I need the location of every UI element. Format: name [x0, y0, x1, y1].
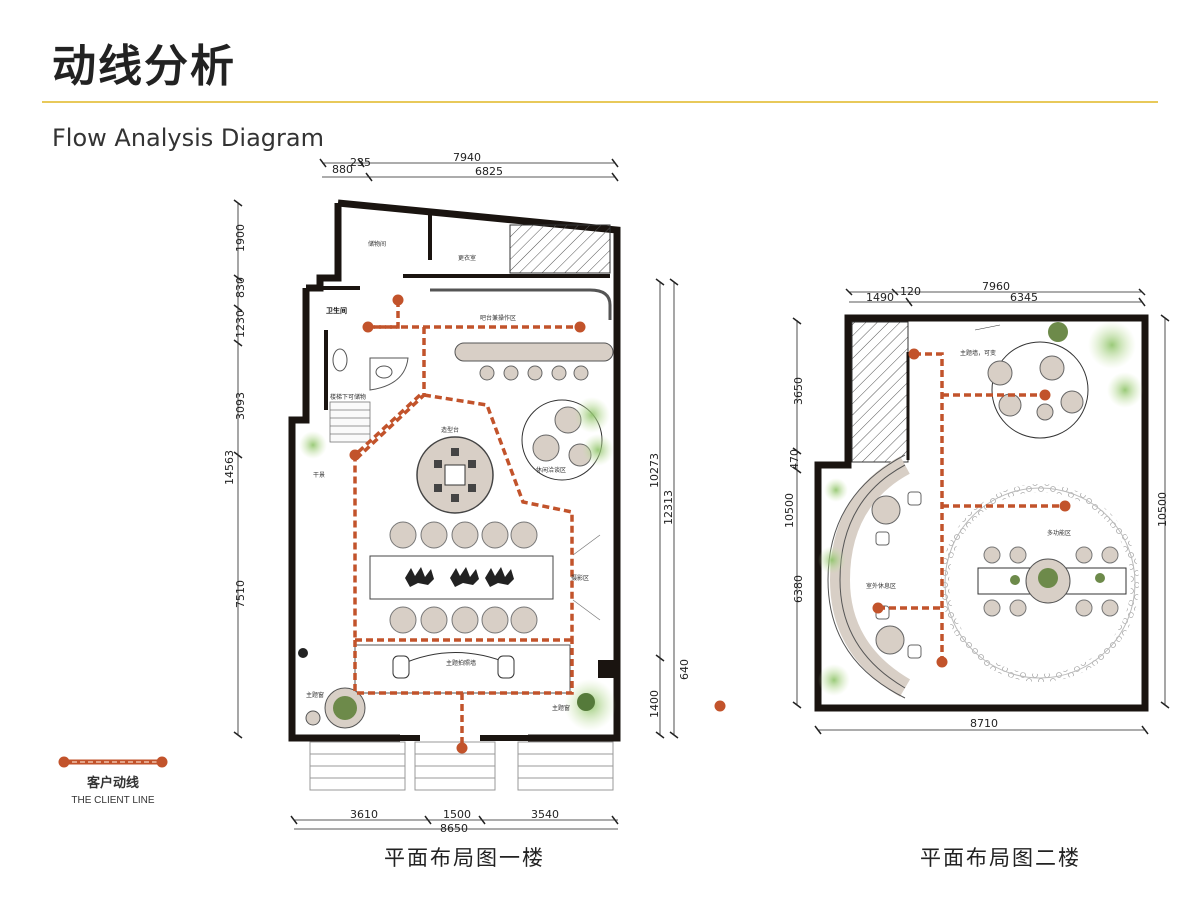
- room-label-storage: 储物间: [368, 240, 386, 248]
- floor1-entrance: [420, 733, 480, 743]
- legend-line: [58, 756, 168, 768]
- leisure-seating: [521, 397, 614, 481]
- restroom-fixtures: [332, 348, 409, 391]
- f2-room-label-theme-wall: 主题墙，可变: [960, 349, 996, 357]
- floor1-plants: [298, 431, 616, 731]
- f2-room-label-outdoor: 室外休息区: [866, 582, 896, 590]
- f1-dim-right-1400: 1400: [648, 690, 661, 718]
- f1-dim-left-1900: 1900: [234, 224, 247, 252]
- theme-photo-wall: [354, 644, 571, 694]
- multi-function-area: [941, 484, 1139, 682]
- shaping-table: [416, 436, 494, 514]
- floor1-stairs: [329, 401, 371, 443]
- page-subtitle: Flow Analysis Diagram: [52, 124, 324, 152]
- outdoor-curved-bench: [818, 454, 911, 699]
- floor2-theme-seating: [987, 321, 1143, 439]
- f1-dim-top-880: 880: [332, 163, 353, 176]
- f2-dim-left-470: 470: [788, 449, 801, 470]
- room-label-changing: 更衣室: [458, 254, 476, 262]
- bar-counter: [454, 342, 614, 362]
- f1-dim-top-6825: 6825: [475, 165, 503, 178]
- f2-dim-bottom-8710: 8710: [970, 717, 998, 730]
- floor1-stair-void: [509, 224, 611, 274]
- floor2-walls: [814, 314, 1149, 712]
- f1-dim-left-830: 830: [234, 277, 247, 298]
- f2-dim-top-6345: 6345: [1010, 291, 1038, 304]
- f1-dim-top-7940: 7940: [453, 151, 481, 164]
- room-label-theme-window-right: 主题窗: [552, 704, 570, 712]
- floor1-caption: 平面布局图一楼: [384, 846, 545, 870]
- floor1-interior-walls: [320, 215, 610, 410]
- room-label-under-stairs: 楼梯下可储物: [330, 393, 366, 401]
- floor2-flow-nodes: [872, 348, 1071, 668]
- room-label-theme-wall: 主题拍照墙: [446, 659, 476, 667]
- floor1-dimension-lines: [233, 158, 679, 830]
- f1-dim-right-640: 640: [678, 659, 691, 680]
- f2-dim-left-10500: 10500: [783, 493, 796, 528]
- room-label-theme-window-left: 主题窗: [306, 691, 324, 699]
- f2-dim-top-1490: 1490: [866, 291, 894, 304]
- front-steps: [309, 741, 614, 791]
- f2-room-label-multi: 多功能区: [1047, 529, 1071, 537]
- f1-dim-bottom-1500: 1500: [443, 808, 471, 821]
- legend: 客户动线 THE CLIENT LINE: [58, 752, 168, 806]
- f1-dim-right-10273: 10273: [648, 453, 661, 488]
- floor2-plan: 主题墙，可变 多功能区 室外休息区 1490 120 7960 6345 36: [783, 280, 1170, 735]
- f1-dim-left-1230: 1230: [234, 310, 247, 338]
- page-title: 动线分析: [52, 41, 236, 92]
- room-label-restroom: 卫生间: [326, 306, 347, 315]
- floor2-client-flow: [878, 352, 1065, 662]
- photo-area: [369, 521, 601, 634]
- room-label-bar: 吧台兼操作区: [480, 314, 516, 322]
- f1-dim-bottom-3610: 3610: [350, 808, 378, 821]
- floor2-stair-void: [851, 321, 909, 463]
- f2-dim-left-6380: 6380: [792, 575, 805, 603]
- f1-dim-left-14563: 14563: [223, 450, 236, 485]
- floor1-flow-nodes: [349, 294, 586, 754]
- title-divider: [42, 101, 1158, 103]
- floor2-dimension-lines: [792, 288, 1170, 735]
- f2-dim-top-7960: 7960: [982, 280, 1010, 293]
- floor2-caption: 平面布局图二楼: [920, 846, 1081, 870]
- f1-dim-bottom-3540: 3540: [531, 808, 559, 821]
- f2-dim-right-10500: 10500: [1156, 492, 1169, 527]
- f1-dim-left-3093: 3093: [234, 392, 247, 420]
- room-label-photo: 摄影区: [571, 574, 589, 582]
- floor1-stray-flow-node: [714, 700, 726, 712]
- f1-dim-right-12313: 12313: [662, 490, 675, 525]
- floor1-pillar: [598, 660, 618, 678]
- f2-dim-top-120: 120: [900, 285, 921, 298]
- f2-dim-left-3650: 3650: [792, 377, 805, 405]
- room-label-leisure: 休闲洽谈区: [536, 466, 566, 474]
- bar-back-counter: [430, 288, 612, 320]
- room-label-landscape: 干景: [313, 472, 325, 479]
- outdoor-tables: [871, 491, 922, 659]
- room-label-shaping: 造型台: [441, 426, 459, 434]
- f1-dim-bottom-8650: 8650: [440, 822, 468, 835]
- floor1-plan: 储物间 更衣室 卫生间 吧台兼操作区 楼梯下可储物 造型台 休闲洽谈区 干景 摄…: [223, 151, 726, 835]
- f1-dim-top-235: 235: [350, 156, 371, 169]
- bar-stools: [479, 365, 589, 381]
- floor1-client-flow: [353, 300, 580, 748]
- legend-label-en: THE CLIENT LINE: [71, 795, 155, 806]
- f1-dim-left-7510: 7510: [234, 580, 247, 608]
- legend-label-cn: 客户动线: [86, 776, 139, 791]
